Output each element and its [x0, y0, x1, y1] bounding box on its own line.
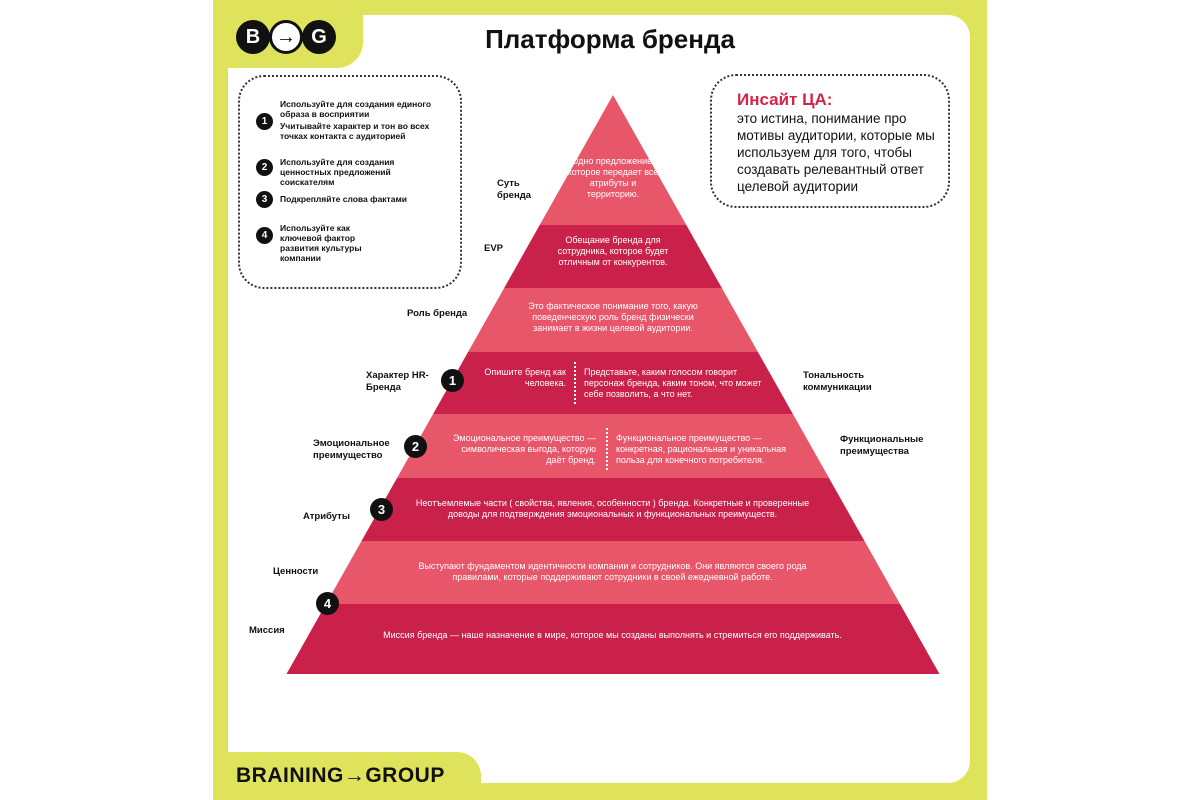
footer-tab	[213, 752, 481, 800]
bg-logo: B → G	[236, 20, 336, 54]
page-title: Платформа бренда	[485, 24, 735, 54]
pyramid-level	[539, 95, 687, 225]
logo-arrow: →	[269, 20, 303, 54]
tip-text: Используйте для создания ценностных пред…	[280, 157, 395, 187]
label-emotional: Эмоциональное преимущество	[313, 438, 390, 461]
label-values: Ценности	[273, 566, 319, 577]
label-attributes: Атрибуты	[303, 511, 350, 522]
tip-text: Учитывайте характер и тон во всех точках…	[280, 121, 430, 141]
tip-number: 3	[256, 191, 273, 208]
pyramid-level	[504, 225, 722, 288]
level-text-emotional: Эмоциональное преимущество — символическ…	[453, 433, 596, 465]
label-functional: Функциональные преимущества	[840, 434, 924, 457]
badge-number: 2	[404, 435, 427, 458]
badge-number: 4	[316, 592, 339, 615]
tip-number: 4	[256, 227, 273, 244]
pyramid-level	[325, 541, 901, 604]
tip-number: 2	[256, 159, 273, 176]
label-mission: Миссия	[249, 625, 285, 636]
label-tonality: Тональность коммуникации	[803, 370, 872, 393]
pyramid-level	[361, 478, 865, 541]
level-text-essence: Одно предложение, которое передает все а…	[567, 156, 659, 199]
tip-text: Используйте как ключевой фактор развития…	[280, 223, 362, 263]
badge-number: 3	[370, 498, 393, 521]
label-character: Характер HR-Бренда	[366, 370, 429, 393]
level-text-values: Выступают фундаментом идентичности компа…	[418, 561, 807, 582]
pyramid-level	[433, 352, 793, 414]
level-text-character: Опишите бренд как человека.	[484, 367, 566, 388]
tip-text: Подкрепляйте слова фактами	[280, 194, 407, 204]
divider	[606, 428, 608, 470]
level-text-tonality: Представьте, каким голосом говорит персо…	[584, 367, 762, 399]
footer-brand: BRAINING→GROUP	[236, 764, 445, 787]
tip-text: Используйте для создания единого образа …	[280, 99, 432, 119]
label-role: Роль бренда	[407, 308, 468, 319]
logo-letter-b: B	[236, 20, 270, 54]
tip-number: 1	[256, 113, 273, 130]
insight-text: это истина, понимание про мотивы аудитор…	[737, 111, 935, 194]
divider	[574, 362, 576, 404]
pyramid-level	[468, 288, 758, 352]
level-text-functional: Функциональное преимущество — конкретная…	[616, 433, 787, 465]
pyramid-level	[286, 604, 940, 674]
label-essence: Суть бренда	[497, 178, 532, 201]
pyramid-level	[397, 414, 829, 478]
label-evp: EVP	[484, 243, 504, 254]
badge-number: 1	[441, 369, 464, 392]
insight-title: Инсайт ЦА:	[737, 90, 833, 109]
level-text-mission: Миссия бренда — наше назначение в мире, …	[383, 630, 842, 640]
level-text-role: Это фактическое понимание того, какую по…	[528, 301, 698, 333]
logo-letter-g: G	[302, 20, 336, 54]
level-text-attributes: Неотъемлемые части ( свойства, явления, …	[415, 498, 810, 519]
insight-box: Инсайт ЦА: это истина, понимание про мот…	[710, 74, 950, 208]
level-text-evp: Обещание бренда для сотрудника, которое …	[557, 235, 669, 267]
tips-box: 1 Используйте для создания единого образ…	[238, 75, 462, 289]
